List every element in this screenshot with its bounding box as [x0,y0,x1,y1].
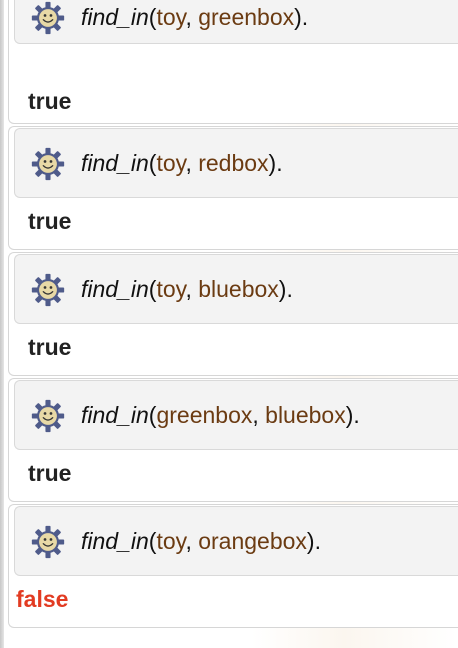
argument-2: redbox [198,150,269,176]
open-paren: ( [148,150,157,176]
argument-1: toy [156,150,186,176]
separator: , [185,528,199,554]
argument-1: toy [156,528,186,554]
argument-1: toy [156,4,186,30]
open-paren: ( [148,276,157,302]
open-paren: ( [148,528,157,554]
answer-item: find_in(toy, orangebox). false [8,504,458,630]
query-text: find_in(toy, orangebox). [81,527,321,555]
answer-item: find_in(toy, greenbox). true [8,0,458,126]
separator: , [252,402,266,428]
result-true: true [28,208,72,234]
predicate: find_in [81,150,149,176]
result-true: true [28,460,72,486]
predicate: find_in [81,276,149,302]
argument-1: greenbox [156,402,253,428]
smiling-gear-icon [31,525,65,559]
argument-2: greenbox [198,4,295,30]
argument-2: bluebox [265,402,346,428]
query-text: find_in(toy, greenbox). [81,3,308,31]
smiling-gear-icon [31,1,65,35]
query-text: find_in(greenbox, bluebox). [81,401,360,429]
argument-2: bluebox [198,276,279,302]
smiling-gear-icon [31,399,65,433]
argument-2: orangebox [198,528,307,554]
predicate: find_in [81,4,149,30]
query-text: find_in(toy, redbox). [81,149,283,177]
query-text: find_in(toy, bluebox). [81,275,293,303]
close-paren: ). [345,402,360,428]
query-row[interactable]: find_in(toy, greenbox). [14,0,458,44]
close-paren: ). [306,528,321,554]
argument-1: toy [156,276,186,302]
answer-item: find_in(toy, bluebox). true [8,252,458,378]
result-true: true [28,334,72,360]
query-row[interactable]: find_in(toy, redbox). [14,128,458,198]
query-row[interactable]: find_in(greenbox, bluebox). [14,380,458,450]
left-scroll-rule [0,0,4,648]
open-paren: ( [148,4,157,30]
open-paren: ( [148,402,157,428]
close-paren: ). [278,276,293,302]
predicate: find_in [81,528,149,554]
result-false: false [16,586,69,612]
answer-list: find_in(toy, greenbox). true [8,0,458,630]
smiling-gear-icon [31,273,65,307]
separator: , [185,276,199,302]
smiling-gear-icon [31,147,65,181]
result-true: true [28,88,72,114]
query-row[interactable]: find_in(toy, orangebox). [14,506,458,576]
query-row[interactable]: find_in(toy, bluebox). [14,254,458,324]
close-paren: ). [294,4,309,30]
separator: , [185,150,199,176]
answer-item: find_in(greenbox, bluebox). true [8,378,458,504]
separator: , [185,4,199,30]
close-paren: ). [268,150,283,176]
answer-item: find_in(toy, redbox). true [8,126,458,252]
predicate: find_in [81,402,149,428]
